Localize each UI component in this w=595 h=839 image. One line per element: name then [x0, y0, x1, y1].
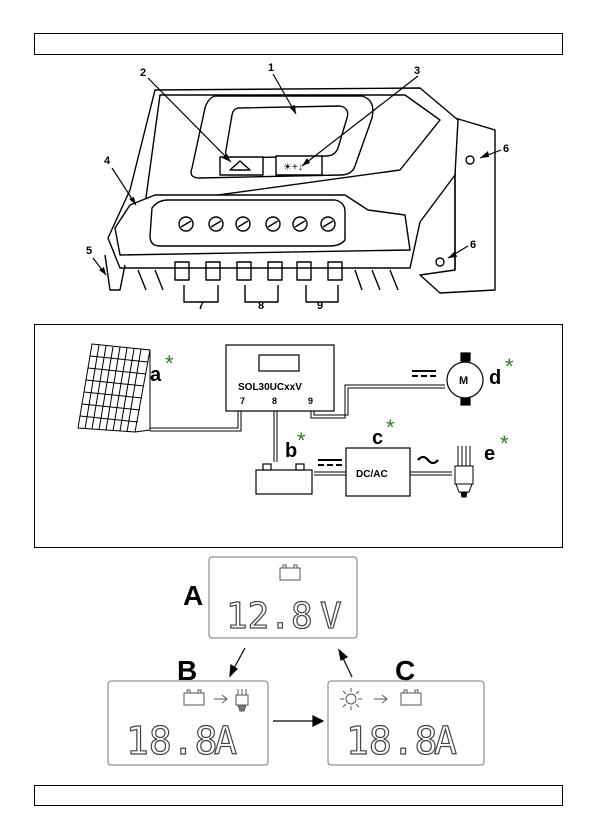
- display-a-reading: 12.8: [226, 596, 313, 637]
- label-c: c: [372, 427, 383, 449]
- footer-bar: [34, 785, 563, 806]
- label-e: e: [484, 443, 495, 465]
- asterisk-c: *: [386, 415, 395, 440]
- callout-6a: 6: [503, 143, 509, 155]
- mounting-hole-lower: [436, 258, 444, 266]
- callout-2: 2: [140, 67, 146, 79]
- callout-6b: 6: [470, 239, 476, 251]
- callout-5: 5: [86, 245, 92, 257]
- callout-7: 7: [198, 300, 204, 312]
- label-d: d: [489, 367, 501, 389]
- terminal-9: 9: [308, 396, 313, 406]
- svg-text:☀+↓: ☀+↓: [283, 162, 303, 173]
- callout-8: 8: [258, 300, 264, 312]
- asterisk-b: *: [297, 428, 306, 453]
- display-a-unit: V: [320, 596, 342, 637]
- display-c-unit: A: [434, 719, 457, 763]
- controller-model: SOL30UCxxV: [238, 382, 302, 393]
- terminal-8: 8: [272, 396, 277, 406]
- asterisk-d: *: [505, 354, 514, 379]
- label-b: b: [285, 440, 297, 462]
- dc-symbol-battery: [318, 460, 342, 465]
- controller-lcd: [259, 355, 299, 371]
- display-b-unit: A: [214, 719, 237, 763]
- ac-symbol: [418, 457, 438, 463]
- callout-9: 9: [317, 300, 323, 312]
- callout-4: 4: [104, 155, 111, 167]
- wiring-diagram: a * SOL30UCxxV 7 8 9 b * DC/AC c *: [0, 324, 595, 548]
- header-bar: [34, 33, 563, 55]
- asterisk-e: *: [500, 431, 509, 456]
- lcd-window: [226, 106, 348, 158]
- inverter-text: DC/AC: [356, 469, 388, 480]
- asterisk-a: *: [165, 351, 174, 376]
- dc-symbol-motor: [412, 371, 436, 376]
- display-c-reading: 18.8: [346, 719, 438, 763]
- callout-1: 1: [268, 62, 274, 74]
- lamp-icon: [455, 446, 473, 497]
- battery-icon: [256, 464, 312, 494]
- display-sequence: 12.8 V A B 18.8 A C 18.8 A: [0, 550, 595, 780]
- callout-3: 3: [414, 65, 420, 77]
- terminal-7: 7: [240, 396, 245, 406]
- label-a: a: [150, 364, 162, 386]
- solar-panel-icon: [78, 344, 150, 432]
- display-b-reading: 18.8: [126, 719, 218, 763]
- motor-text: M: [459, 375, 468, 387]
- display-a-letter: A: [183, 580, 203, 611]
- controller-drawing: ☀+↓: [0, 55, 595, 320]
